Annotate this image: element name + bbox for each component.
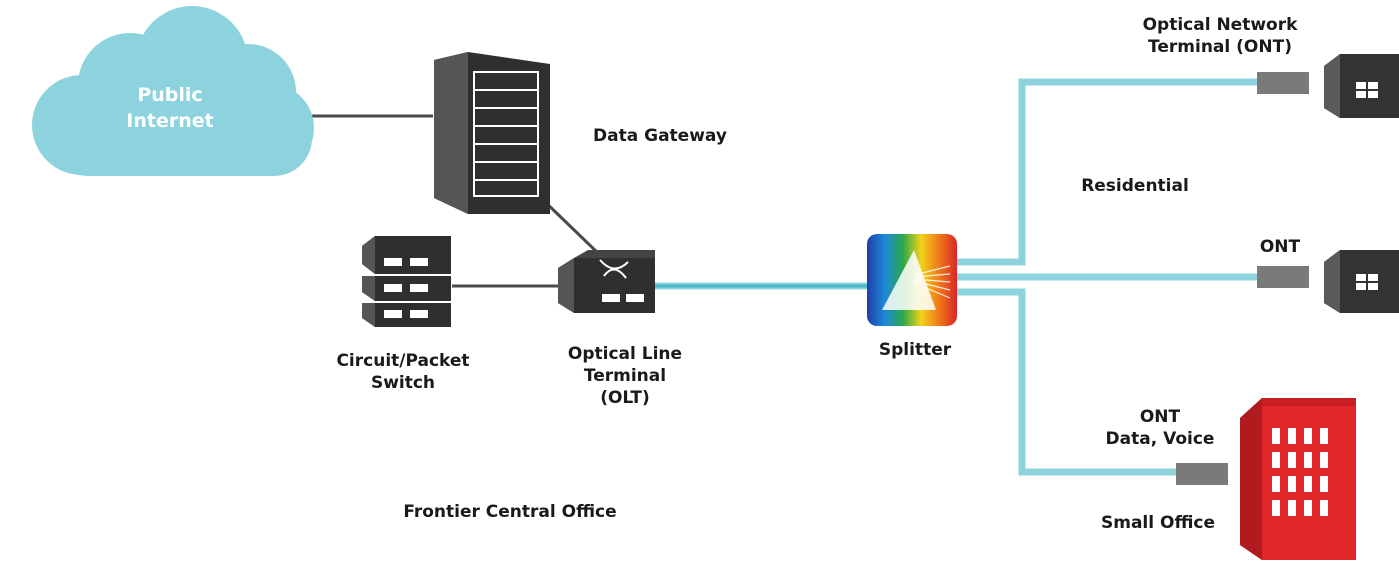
cloud-label: Public Internet (105, 82, 235, 134)
ont-bottom-label-line1: ONT (1139, 407, 1181, 427)
olt-label: Optical Line Terminal (OLT) (545, 343, 705, 409)
circuit-packet-switch-icon (362, 236, 451, 327)
ont-top-box-icon (1257, 72, 1309, 94)
small-office-label: Small Office (1100, 513, 1216, 533)
olt-icon (558, 250, 655, 313)
ont-top-label-line2: Terminal (ONT) (1148, 37, 1292, 57)
ont-mid-box-icon (1257, 266, 1309, 288)
ont-mid-label: ONT (1259, 237, 1301, 257)
gateway-to-olt-link (539, 196, 602, 257)
ont-bottom-box-icon (1176, 463, 1228, 485)
olt-label-line2: Terminal (583, 366, 667, 386)
cloud-label-line1: Public (137, 84, 203, 106)
ont-bottom-label-line2: Data, Voice (1105, 429, 1215, 449)
data-gateway-icon (434, 52, 550, 214)
olt-label-line1: Optical Line (567, 344, 683, 364)
house-top-icon (1324, 54, 1399, 118)
ont-bottom-label: ONT Data, Voice (1085, 406, 1235, 450)
office-building-icon (1240, 398, 1356, 560)
house-mid-icon (1324, 250, 1399, 313)
central-office-label: Frontier Central Office (403, 502, 617, 522)
ont-top-label: Optical Network Terminal (ONT) (1112, 14, 1328, 58)
switch-label-line1: Circuit/Packet (336, 351, 470, 371)
switch-label: Circuit/Packet Switch (318, 350, 488, 394)
olt-label-line3: (OLT) (600, 388, 650, 408)
residential-label: Residential (1081, 176, 1189, 196)
splitter-icon (867, 234, 957, 326)
cloud-label-line2: Internet (126, 110, 214, 132)
gateway-label: Data Gateway (593, 126, 727, 146)
splitter-label: Splitter (878, 340, 952, 360)
ont-top-label-line1: Optical Network (1142, 15, 1298, 35)
public-internet-cloud (32, 6, 314, 176)
switch-label-line2: Switch (370, 373, 436, 393)
